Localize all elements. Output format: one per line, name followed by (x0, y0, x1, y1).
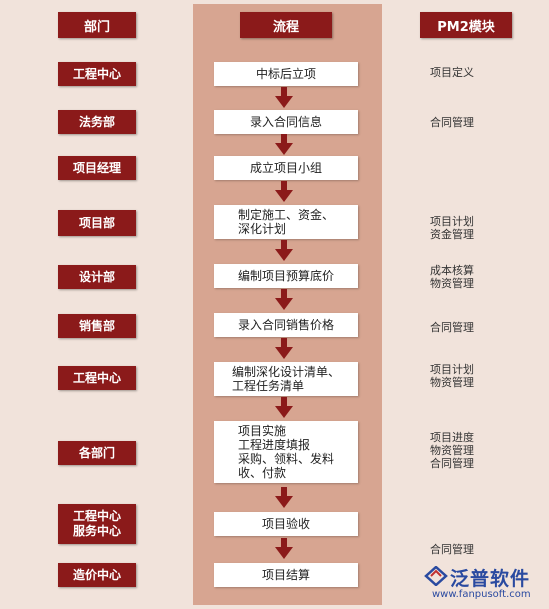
down-arrow-icon (275, 338, 293, 359)
down-arrow-icon (275, 181, 293, 202)
down-arrow-icon (275, 240, 293, 261)
process-step: 编制深化设计清单、 工程任务清单 (214, 362, 358, 396)
department-label: 各部门 (58, 441, 136, 465)
brand-name: 泛普软件 (450, 568, 531, 590)
process-step: 项目验收 (214, 512, 358, 536)
department-label: 造价中心 (58, 563, 136, 587)
process-step: 编制项目预算底价 (214, 264, 358, 288)
process-step: 中标后立项 (214, 62, 358, 86)
process-step: 录入合同销售价格 (214, 313, 358, 337)
department-label: 项目经理 (58, 156, 136, 180)
module-label: 项目计划 物资管理 (430, 363, 474, 389)
down-arrow-icon (275, 487, 293, 508)
module-label: 合同管理 (430, 116, 474, 129)
department-label: 法务部 (58, 110, 136, 134)
department-label: 销售部 (58, 314, 136, 338)
brand-logo: 泛普软件 www.fanpusoft.com (420, 562, 544, 606)
department-label: 工程中心 (58, 62, 136, 86)
process-step: 项目实施 工程进度填报 采购、领料、发料 收、付款 (214, 421, 358, 483)
department-label: 项目部 (58, 210, 136, 236)
department-header: 部门 (58, 12, 136, 38)
department-label: 设计部 (58, 265, 136, 289)
module-label: 合同管理 (430, 321, 474, 334)
module-label: 项目计划 资金管理 (430, 215, 474, 241)
process-step: 成立项目小组 (214, 156, 358, 180)
department-label: 工程中心 (58, 366, 136, 390)
process-step: 制定施工、资金、 深化计划 (214, 205, 358, 239)
down-arrow-icon (275, 134, 293, 155)
brand-url: www.fanpusoft.com (432, 589, 531, 600)
department-label: 工程中心 服务中心 (58, 504, 136, 544)
module-label: 成本核算 物资管理 (430, 264, 474, 290)
brand-mark-icon (424, 566, 448, 586)
down-arrow-icon (275, 289, 293, 310)
process-step: 录入合同信息 (214, 110, 358, 134)
module-header: PM2模块 (420, 12, 512, 38)
module-label: 项目进度 物资管理 合同管理 (430, 431, 474, 470)
down-arrow-icon (275, 397, 293, 418)
down-arrow-icon (275, 538, 293, 559)
process-step: 项目结算 (214, 563, 358, 587)
down-arrow-icon (275, 87, 293, 108)
process-header: 流程 (240, 12, 332, 38)
module-label: 项目定义 (430, 66, 474, 79)
module-label: 合同管理 (430, 543, 474, 556)
